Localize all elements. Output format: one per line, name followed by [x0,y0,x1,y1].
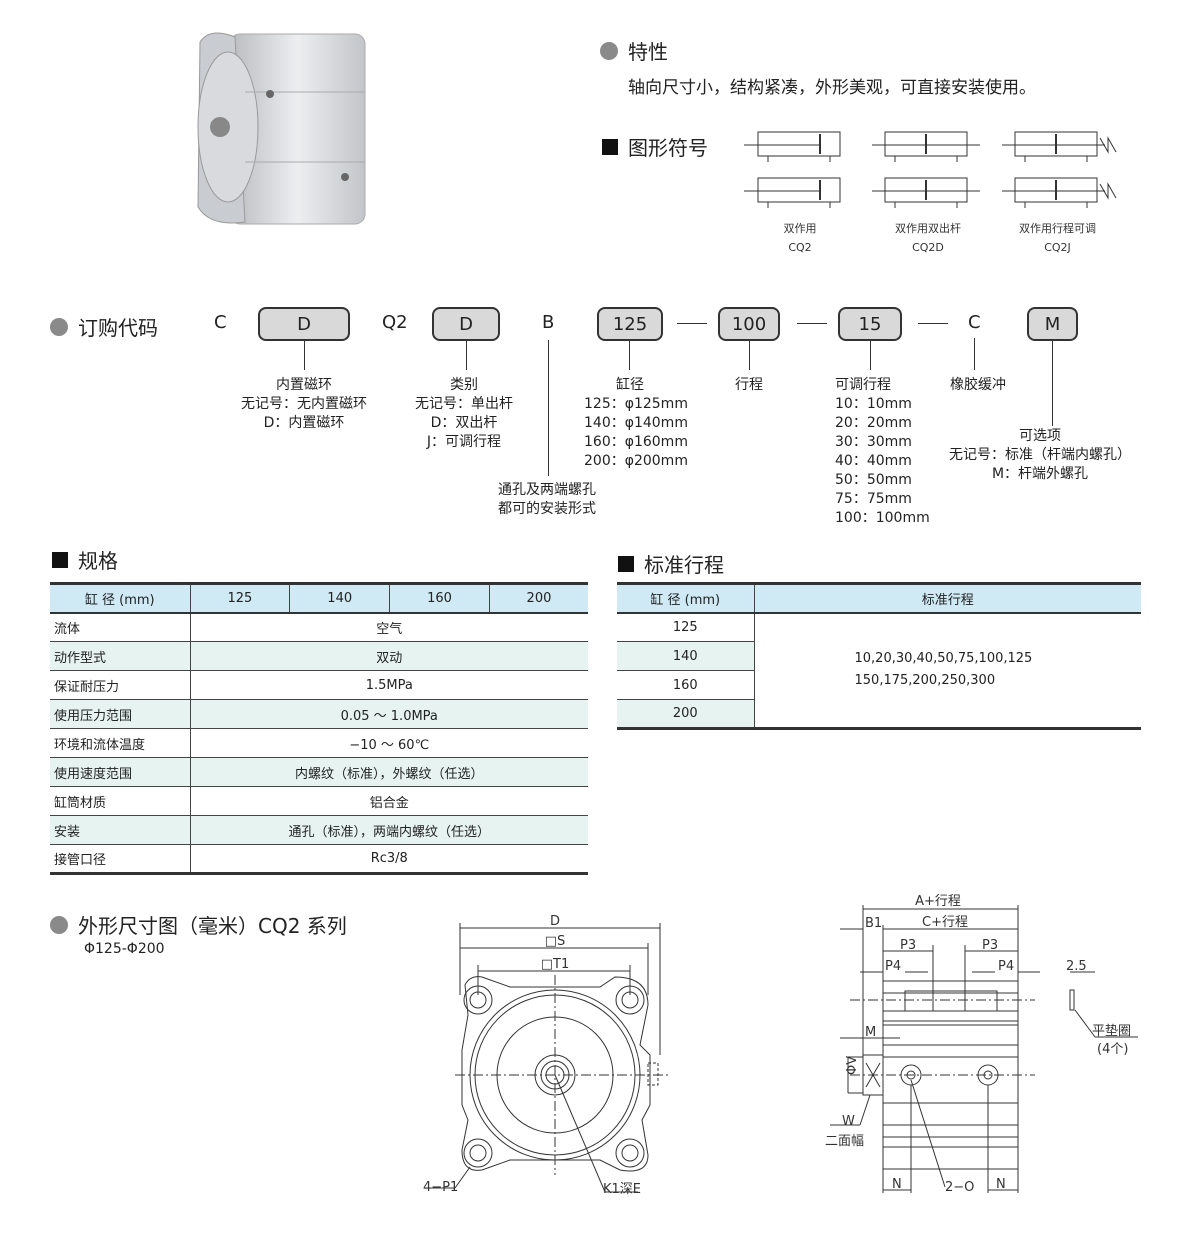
dim-label-c: C+行程 [922,915,968,930]
dim-label-p4: P4 [885,959,901,974]
code-box-type: D [432,307,500,341]
order-heading: 订购代码 [50,312,158,341]
dash [797,323,827,324]
dim-label-n: N [892,1177,902,1192]
dim-label-t1: □T1 [541,957,570,972]
code-box-magnet: D [258,307,350,341]
front-view-drawing: D □S □T1 4−P1 K1深E [423,914,668,1197]
product-photo [190,22,370,227]
stdstroke-heading: 标准行程 [618,549,724,578]
table-row: 环境和流体温度−10 ～ 60℃ [50,728,588,758]
table-row: 动作型式双动 [50,641,588,671]
code-cushion: C [968,312,981,333]
leader-line [749,341,750,370]
leader-line [629,341,630,370]
dim-label-s: □S [545,934,566,949]
pneumatic-symbols [744,131,1117,208]
dims-range: Φ125-Φ200 [84,941,165,957]
dim-label-p3: P3 [900,938,916,953]
leader-line [1052,341,1053,426]
dim-label-thickness: 2.5 [1066,959,1087,974]
bullet-square-icon [618,555,634,572]
dim-label-v: ΦV [845,1056,860,1075]
dim-label-o: 2−O [945,1180,974,1195]
dim-label-m: M [865,1025,876,1040]
leader-line [974,338,975,370]
code-box-bore: 125 [597,307,663,341]
dash [677,323,707,324]
features-heading: 特性 [600,36,668,65]
bullet-icon [50,317,68,336]
dim-label-a: A+行程 [915,894,961,909]
washer-label: 平垫圈 [1092,1023,1131,1039]
table-row: 使用速度范围内螺纹（标准），外螺纹（任选） [50,757,588,787]
bullet-square-icon [52,551,68,568]
spec-heading: 规格 [52,545,118,574]
dim-label-flats: 二面幅 [825,1134,864,1149]
leader-line [466,341,467,370]
dim-label-b1: B1 [865,916,882,931]
symbol-cq2j [1002,131,1117,208]
leader-line [870,341,871,370]
dim-label-k1: K1深E [603,1182,641,1197]
code-box-stroke: 100 [718,307,780,341]
table-row: 160 [617,670,1141,700]
dim-label-p1: 4−P1 [423,1180,458,1195]
dim-label-n: N [996,1177,1006,1192]
symbol-cq2 [744,131,841,208]
desc-mount: 通孔及两端螺孔都可的安装形式 [498,482,596,517]
dash [918,323,948,324]
code-c: C [214,312,227,333]
table-row: 安装通孔（标准），两端内螺纹（任选） [50,815,588,845]
leader-line [548,340,549,476]
desc-stroke: 行程 [735,377,763,393]
dim-label-p3: P3 [982,938,998,953]
bullet-icon [600,41,618,60]
washer-count: (4个) [1097,1042,1128,1057]
symbol-cq2d [872,131,980,208]
table-row: 200 [617,699,1141,730]
dim-label-w: W [842,1114,855,1129]
desc-cushion: 橡胶缓冲 [950,377,1006,393]
dim-label-p4: P4 [998,959,1014,974]
table-row: 140 [617,641,1141,671]
code-box-option: M [1027,307,1078,341]
bullet-square-icon [602,138,618,155]
symbols-heading: 图形符号 [602,132,708,161]
dims-heading: 外形尺寸图（毫米）CQ2 系列 [50,910,347,939]
leader-line [304,341,305,370]
code-b: B [542,312,555,333]
table-row: 缸筒材质铝合金 [50,786,588,816]
table-row: 流体空气 [50,612,588,642]
code-q2: Q2 [382,312,408,333]
desc-option: 可选项无记号：标准（杆端内螺孔）M：杆端外螺孔 [949,428,1131,482]
features-text: 轴向尺寸小，结构紧凑，外形美观，可直接安装使用。 [628,78,1036,98]
bullet-icon [50,915,68,934]
table-header: 缸 径 (mm)标准行程 [617,582,1141,614]
dim-label-d: D [550,914,560,929]
code-box-adjust: 15 [838,307,902,341]
